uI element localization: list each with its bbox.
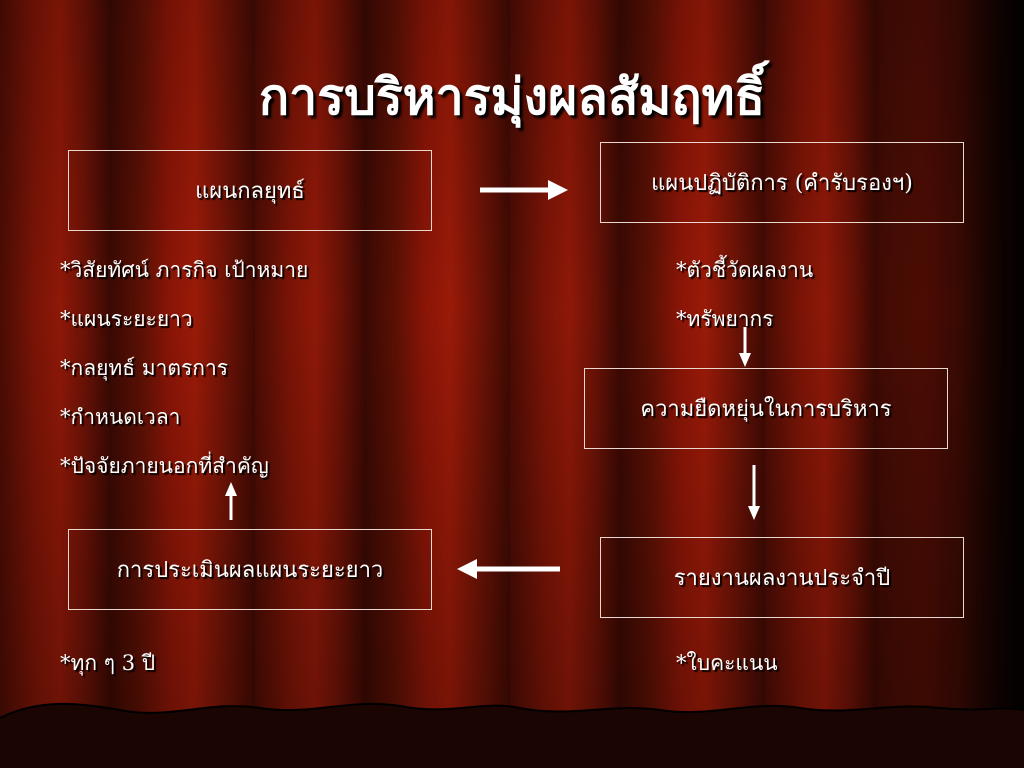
arrow-up-icon — [225, 482, 237, 520]
page-title: การบริหารมุ่งผลสัมฤทธิ์ — [258, 67, 766, 126]
arrow-down-icon — [748, 465, 760, 520]
action-plan-box: แผนปฏิบัติการ (คำรับรองฯ) — [600, 142, 964, 223]
report-note: *ใบคะแนน — [676, 651, 778, 675]
right-bullet: *ตัวชี้วัดผลงาน — [676, 258, 814, 282]
left-bullet: *แผนระยะยาว — [60, 307, 193, 331]
eval-note: *ทุก ๆ 3 ปี — [60, 651, 156, 675]
flexibility-label: ความยืดหยุ่นในการบริหาร — [640, 397, 892, 422]
left-bullet: *วิสัยทัศน์ ภารกิจ เป้าหมาย — [60, 258, 309, 282]
curtain-hem — [0, 702, 1024, 768]
arrow-right-icon — [480, 180, 568, 200]
strategic-plan-label: แผนกลยุทธ์ — [195, 179, 305, 204]
action-plan-label: แผนปฏิบัติการ (คำรับรองฯ) — [651, 171, 913, 196]
left-bullet: *ปัจจัยภายนอกที่สำคัญ — [60, 454, 269, 478]
arrow-left-icon — [457, 559, 560, 579]
long-term-eval-box: การประเมินผลแผนระยะยาว — [68, 529, 432, 610]
left-bullet: *กำหนดเวลา — [60, 405, 181, 429]
arrow-down-icon — [739, 327, 751, 367]
strategic-plan-box: แผนกลยุทธ์ — [68, 150, 432, 231]
flexibility-box: ความยืดหยุ่นในการบริหาร — [584, 368, 948, 449]
left-bullet: *กลยุทธ์ มาตรการ — [60, 356, 229, 380]
long-term-eval-label: การประเมินผลแผนระยะยาว — [116, 558, 384, 583]
annual-report-label: รายงานผลงานประจำปี — [673, 566, 891, 591]
right-bullet: *ทรัพยากร — [676, 307, 774, 331]
annual-report-box: รายงานผลงานประจำปี — [600, 537, 964, 618]
